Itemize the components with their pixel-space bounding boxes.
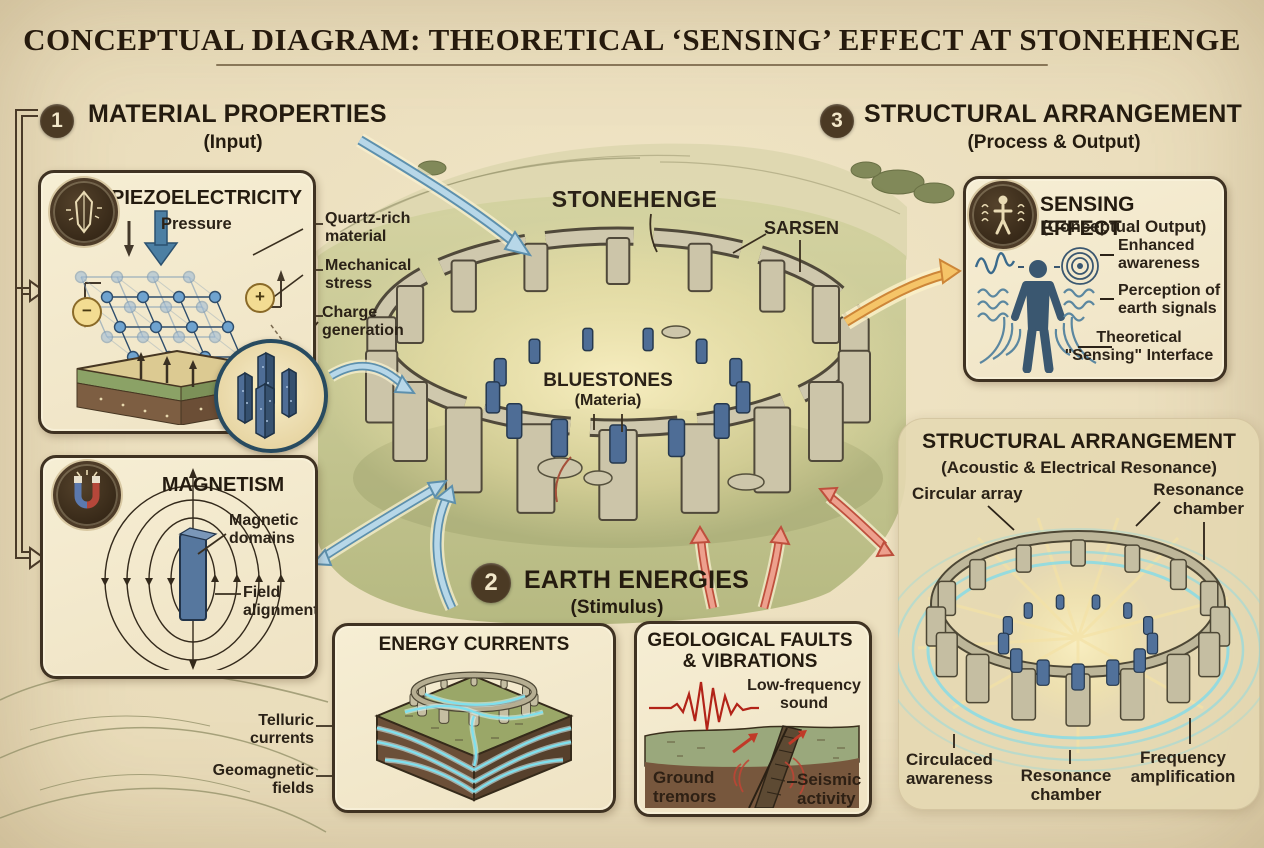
section-3-badge: 3 <box>820 104 854 138</box>
title-divider <box>216 64 1048 66</box>
ground-tremors-label: Ground tremors <box>653 768 717 807</box>
section-3-title: STRUCTURAL ARRANGEMENT <box>864 100 1242 128</box>
section-2-badge: 2 <box>471 563 511 603</box>
bluestone-ring <box>485 327 751 464</box>
sarsen-label: SARSEN <box>764 218 840 238</box>
section-1-title: MATERIAL PROPERTIES <box>88 100 387 128</box>
arrow-energy-currents-to-stonehenge <box>429 484 459 611</box>
section-3-subtitle: (Process & Output) <box>967 132 1141 153</box>
arrow-bluestone-inset-to-stonehenge <box>327 359 417 395</box>
arrow-piezo-to-stonehenge <box>356 133 533 257</box>
bluestones-label: BLUESTONES <box>543 370 673 391</box>
leader-lines <box>292 213 801 777</box>
fault-cross-section-art <box>644 681 860 808</box>
energy-currents-title: ENERGY CURRENTS <box>378 634 570 655</box>
circular-array-label: Circular array <box>912 484 1023 503</box>
bluestone-inset <box>214 339 328 453</box>
sensing-interface-label: Theoretical "Sensing" Interface <box>1064 329 1214 365</box>
telluric-currents-label: Telluric currents <box>249 712 314 748</box>
seismic-activity-label: Seismic activity <box>797 770 862 809</box>
resonance-inner-ring <box>997 594 1159 691</box>
low-frequency-label: Low-frequency sound <box>747 677 861 713</box>
sensing-subtitle: (Conceptual Output) <box>1042 217 1207 236</box>
arrow-faults-to-stonehenge-1 <box>689 525 720 610</box>
quartz-label: Quartz-rich material <box>325 210 411 246</box>
fallen-boulders <box>537 325 765 491</box>
piezoelectricity-title: PIEZOELECTRICITY <box>111 187 303 209</box>
sensing-title: SENSING EFFECT <box>1040 193 1135 240</box>
circulaced-awareness-label: Circulaced awareness <box>906 750 993 789</box>
field-alignment-label: Field alignment <box>243 584 318 620</box>
pressure-label: Pressure <box>161 215 232 233</box>
energy-currents-art <box>374 671 574 802</box>
geomagnetic-fields-label: Geomagnetic fields <box>212 762 314 798</box>
crystal-icon <box>50 178 118 246</box>
arrow-stonehenge-resonance-bidirectional <box>818 486 895 558</box>
sensing-figure-icon <box>969 181 1037 249</box>
magnetic-field-art <box>101 468 285 670</box>
mechanical-stress-label: Mechanical stress <box>325 257 412 293</box>
section-2-subtitle: (Stimulus) <box>570 597 664 618</box>
geological-faults-box: GEOLOGICAL FAULTS & VIBRATIONS <box>634 621 872 817</box>
section-2-title: EARTH ENERGIES <box>524 566 750 594</box>
negative-charge-icon: − <box>72 297 102 327</box>
positive-charge-icon: + <box>245 283 275 313</box>
arrow-stonehenge-to-sensing <box>841 258 962 330</box>
bluestone-pillars-art <box>229 351 305 440</box>
resonance-leaders <box>953 501 1205 764</box>
stonehenge-illustration <box>365 226 872 521</box>
input-flow-bracket <box>15 109 46 570</box>
hill-sketch-top <box>315 143 907 260</box>
bluestone-red-leader <box>554 456 572 503</box>
geological-faults-title: GEOLOGICAL FAULTS & VIBRATIONS <box>647 630 853 672</box>
resonance-title: STRUCTURAL ARRANGEMENT <box>922 430 1236 453</box>
horseshoe-magnet-icon <box>53 461 121 529</box>
resonance-chamber-bottom-label: Resonance chamber <box>1020 766 1112 805</box>
stonehenge-label: STONEHENGE <box>551 186 718 212</box>
hill-sketch-bottom-left <box>0 670 329 833</box>
resonance-outer-ring <box>925 539 1231 727</box>
bluestones-note-label: (Materia) <box>574 392 642 409</box>
charge-generation-label: Charge generation <box>322 304 404 340</box>
section-1-badge: 1 <box>40 104 74 138</box>
energy-currents-box: ENERGY CURRENTS <box>332 623 616 813</box>
sensing-figure-art <box>974 247 1114 373</box>
arrow-faults-to-stonehenge-2 <box>757 524 791 610</box>
frequency-amplification-label: Frequency amplification <box>1130 748 1236 787</box>
resonance-subtitle: (Acoustic & Electrical Resonance) <box>941 458 1217 477</box>
magnetic-domains-label: Magnetic domains <box>229 512 299 548</box>
section-1-subtitle: (Input) <box>203 132 263 153</box>
bushes <box>417 160 955 204</box>
resonance-chamber-top-label: Resonance chamber <box>1153 480 1244 519</box>
perception-label: Perception of earth signals <box>1118 282 1221 318</box>
enhanced-awareness-label: Enhanced awareness <box>1118 237 1200 273</box>
magnetism-title: MAGNETISM <box>161 474 285 496</box>
page-title: CONCEPTUAL DIAGRAM: THEORETICAL ‘SENSING… <box>23 22 1241 57</box>
resonance-ring-art <box>898 501 1260 772</box>
resonance-panel: STRUCTURAL ARRANGEMENT (Acoustic & Elect… <box>898 418 1260 810</box>
arrow-magnetism-stonehenge-bidirectional <box>310 479 449 567</box>
